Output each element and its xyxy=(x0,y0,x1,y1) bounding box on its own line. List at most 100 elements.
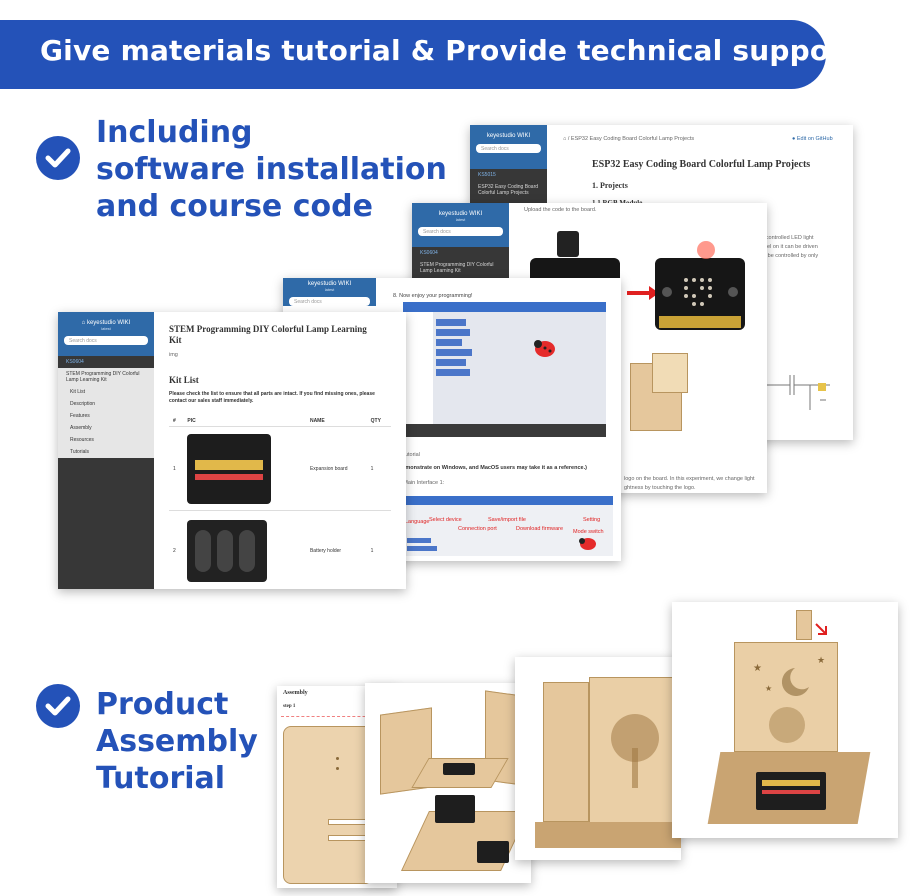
tree-cutout-icon xyxy=(611,714,659,788)
body-text: Upload the code to the board. xyxy=(524,207,597,213)
assembly-step: step 1 xyxy=(283,704,296,709)
ladybug-sprite-icon xyxy=(579,538,596,550)
sidebar-subitem: Resources xyxy=(58,434,154,446)
sidebar-subitem: Assembly xyxy=(58,422,154,434)
annotation-label: Mode switch xyxy=(573,529,604,535)
table-header: QTY xyxy=(366,416,391,427)
feature-line: Tutorial xyxy=(96,761,226,796)
feature-line: Assembly xyxy=(96,724,258,759)
search-input: Search docs xyxy=(418,227,503,236)
wiki-sidebar: ⌂ keyestudio WIKI latest Search docs KS0… xyxy=(58,312,154,589)
annotation-label: Setting xyxy=(583,517,601,523)
annotation-label: Select device xyxy=(429,517,462,523)
sidebar-item-active: STEM Programming DIY Colorful Lamp Learn… xyxy=(58,368,154,386)
table-cell xyxy=(183,426,306,511)
sidebar-code: KS5015 xyxy=(478,172,496,178)
table-row: 2 Battery holder 1 xyxy=(169,510,391,589)
page-title: STEM Programming DIY Colorful Lamp Learn… xyxy=(169,324,367,345)
edit-link: ● Edit on GitHub xyxy=(792,136,833,142)
annotation-label: Save/import file xyxy=(488,517,526,523)
sidebar-item: STEM Programming DIY Colorful Lamp Learn… xyxy=(420,262,494,274)
assembly-final-card: ★ ★ ★ xyxy=(672,602,898,838)
body-text: ghtness by touching the logo. xyxy=(624,485,696,491)
body-text: pixel on it can be driven xyxy=(760,244,818,250)
wood-panel-image xyxy=(283,726,373,884)
usb-cable-image xyxy=(557,231,579,257)
annotation-label: Connection port xyxy=(458,526,497,532)
assembly-exploded-card xyxy=(365,683,531,883)
sidebar-subitem: Description xyxy=(58,398,154,410)
home-icon: ⌂ xyxy=(81,320,87,326)
wood-base-image xyxy=(535,822,681,848)
home-icon: ⌂ / xyxy=(563,136,571,142)
wiki-logo: keyestudio WIKI Search docs xyxy=(470,125,547,169)
body-text: an be controlled by only xyxy=(760,253,819,259)
table-header: NAME xyxy=(305,416,367,427)
block-palette xyxy=(436,316,476,426)
feature-assembly-title: Product Assembly Tutorial xyxy=(96,686,258,797)
image-alt: img xyxy=(169,352,178,358)
search-input: Search docs xyxy=(64,336,148,345)
ladybug-sprite-icon xyxy=(534,340,555,357)
section-heading: Kit List xyxy=(169,375,199,385)
banner-title: Give materials tutorial & Provide techni… xyxy=(40,34,857,67)
section-heading: 1. Projects xyxy=(592,181,628,190)
check-circle-icon xyxy=(36,684,80,728)
table-cell: Battery holder xyxy=(305,510,367,589)
sidebar-subitem: Tutorials xyxy=(58,446,154,458)
svg-text:★: ★ xyxy=(817,655,825,665)
wood-tab-image xyxy=(796,610,812,640)
annotation-label: Download firmware xyxy=(516,526,564,532)
wiki-logo: keyestudio WIKI latest Search docs xyxy=(283,278,376,306)
sidebar-code: KS0604 xyxy=(66,359,84,365)
moon-stars-cutout-icon: ★ ★ ★ xyxy=(753,655,825,743)
assembly-box-card xyxy=(515,657,681,860)
feature-line: and course code xyxy=(96,189,373,224)
sidebar-code: KS0604 xyxy=(420,250,438,256)
sidebar-subitem: Features xyxy=(58,410,154,422)
screenshot-kitlist-wiki: ⌂ keyestudio WIKI latest Search docs KS0… xyxy=(58,312,406,589)
wood-front-panel-image xyxy=(589,677,679,827)
battery-holder-image xyxy=(187,519,268,582)
table-header: PIC xyxy=(183,416,306,427)
wood-side-panel-image xyxy=(543,682,589,822)
kit-note: Please check the list to ensure that all… xyxy=(169,391,375,404)
board-image xyxy=(443,763,475,775)
wiki-logo: ⌂ keyestudio WIKI latest Search docs xyxy=(58,312,154,356)
search-input: Search docs xyxy=(476,144,541,153)
table-cell: Expansion board xyxy=(305,426,367,511)
kit-table: # PIC NAME QTY 1 Expansion board 1 2 Bat… xyxy=(169,416,391,589)
feature-line: software installation xyxy=(96,152,447,187)
divider xyxy=(281,716,391,717)
table-cell: 2 xyxy=(169,510,184,589)
body-text: ing Tutorial xyxy=(393,452,420,458)
check-circle-icon xyxy=(36,136,80,180)
table-cell: 1 xyxy=(366,426,391,511)
arrow-right-icon xyxy=(627,286,659,300)
assembly-title: Assembly xyxy=(283,690,308,696)
touch-logo-glow xyxy=(697,241,715,259)
arrow-down-icon xyxy=(815,623,827,635)
table-cell xyxy=(183,510,306,589)
makecode-screenshot xyxy=(403,302,606,437)
taskbar xyxy=(403,424,606,437)
makecode-toolbar xyxy=(403,496,613,505)
feature-software-title: Including software installation and cour… xyxy=(96,114,447,225)
body-text: logo on the board. In this experiment, w… xyxy=(624,476,755,482)
expansion-board-image xyxy=(756,772,826,810)
github-icon: ● xyxy=(792,136,797,142)
body-text: ul controlled LED light xyxy=(760,235,814,241)
makecode-interface-screenshot: Select device Save/import file Setting C… xyxy=(403,496,613,556)
feature-line: Including xyxy=(96,115,253,150)
page-title: ESP32 Easy Coding Board Colorful Lamp Pr… xyxy=(592,159,811,170)
microbit-board-image xyxy=(655,258,745,330)
svg-text:★: ★ xyxy=(753,663,762,674)
expansion-board-image xyxy=(187,433,272,504)
sidebar-item: ESP32 Easy Coding Board Colorful Lamp Pr… xyxy=(478,184,539,196)
feature-line: Product xyxy=(96,687,229,722)
body-text: ick Main Interface 1: xyxy=(395,480,445,486)
lamp-image xyxy=(652,353,688,393)
circuit-diagram xyxy=(764,375,830,410)
board-image xyxy=(477,841,509,863)
svg-text:★: ★ xyxy=(765,684,772,693)
